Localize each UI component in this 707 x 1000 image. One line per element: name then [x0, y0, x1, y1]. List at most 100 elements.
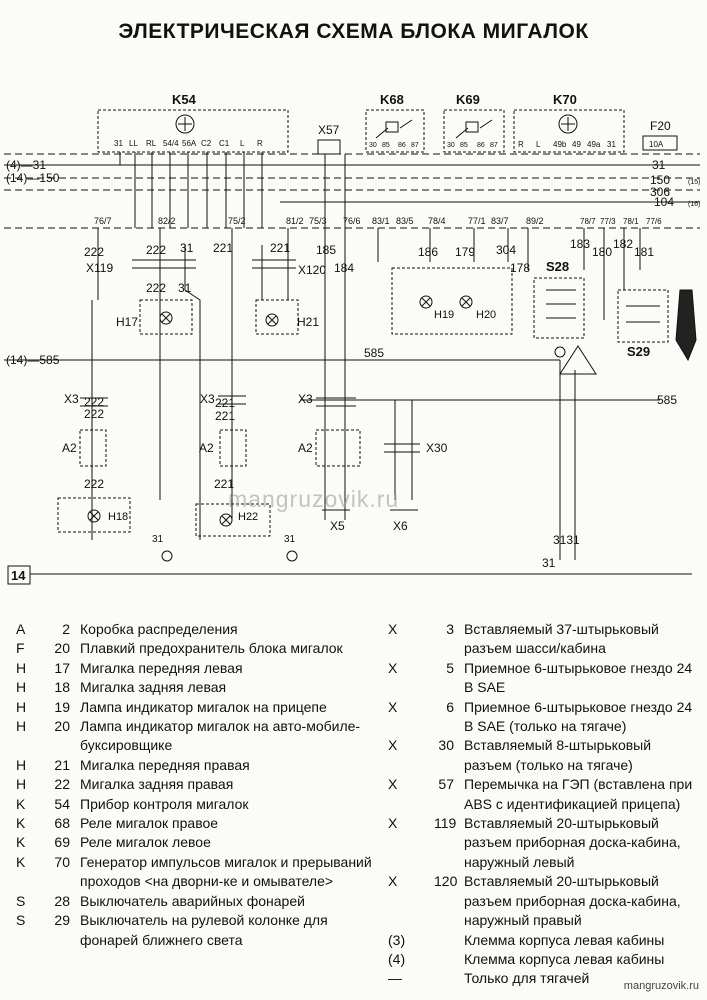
- legend-number: 6: [446, 698, 454, 715]
- legend-name: Выключатель на рулевой колонке для фонар…: [80, 912, 328, 948]
- junction: 77/3: [600, 217, 616, 226]
- legend-number: 21: [54, 756, 70, 773]
- k68-pin: 85: [382, 142, 390, 149]
- legend-row: — Только для тягачей: [388, 969, 700, 988]
- wire-number: 222: [84, 395, 104, 409]
- legend-code: X: [388, 698, 398, 715]
- legend-code: (4): [388, 950, 406, 967]
- k70-pin: 49b: [553, 140, 567, 149]
- h21-lamp-block: H21: [255, 299, 319, 335]
- bus-585-mid: 585: [364, 346, 384, 360]
- k69-pin: 86: [477, 142, 485, 149]
- junction: 81/2: [286, 216, 304, 226]
- legend-name: Клемма корпуса левая кабины: [464, 931, 665, 948]
- k69-pin: 30: [447, 142, 455, 149]
- legend-name: Прибор контроля мигалок: [80, 795, 249, 812]
- a2-box-2: A2: [199, 429, 247, 467]
- legend-number: 5: [446, 659, 454, 676]
- k68-block: K68 30 85 86 87: [365, 92, 425, 153]
- legend-code: H: [16, 679, 27, 696]
- legend-code: K: [16, 834, 26, 851]
- junction: 83/1: [372, 216, 390, 226]
- legend-name: Мигалка задняя правая: [80, 776, 234, 793]
- bus-31-bottom: 31: [542, 556, 556, 570]
- x6-socket: X6: [390, 509, 418, 533]
- legend-number: 120: [434, 873, 458, 890]
- legend-code: X: [388, 737, 398, 754]
- legend-code: (3): [388, 931, 406, 948]
- k69-pin: 87: [490, 142, 498, 149]
- junction: 78/7: [580, 217, 596, 226]
- legend-code: —: [388, 970, 402, 987]
- x119-connector: X119: [86, 259, 196, 275]
- junction: 77/6: [646, 217, 662, 226]
- diagram-title: ЭЛЕКТРИЧЕСКАЯ СХЕМА БЛОКА МИГАЛОК: [118, 20, 589, 43]
- vertical-wires: [91, 152, 641, 560]
- wiring-diagram: K54 31 LL RL 54/4 56A C2 C1 L R X57 K68 …: [4, 92, 700, 585]
- legend-name: Реле мигалок левое: [80, 834, 211, 851]
- junction: 83/7: [491, 216, 509, 226]
- wire-number: 178: [510, 261, 530, 275]
- wire-number: 184: [334, 261, 354, 275]
- h17-label: H17: [116, 315, 138, 329]
- legend-number: 22: [54, 776, 70, 793]
- legend-number: 20: [54, 718, 70, 735]
- legend-name: Вставляемый 8-штырьковый разъем (только …: [464, 737, 652, 773]
- x30-connector: X30: [384, 441, 448, 455]
- junction: 82/2: [158, 216, 176, 226]
- x3-connector-1: X3: [64, 392, 108, 407]
- k54-pin: C1: [219, 139, 230, 148]
- h17-lamp-block: H17: [116, 299, 193, 335]
- legend-code: S: [16, 912, 26, 929]
- legend-name: Генератор импульсов мигалок и прерываний…: [80, 853, 372, 890]
- wire-number: 222: [84, 407, 104, 421]
- bus-585-right: 585: [657, 393, 677, 407]
- wire-number: 181: [634, 245, 654, 259]
- watermark: mangruzovik.ru: [228, 486, 400, 512]
- legend-code: K: [16, 795, 26, 812]
- x3-label: X3: [298, 392, 313, 406]
- legend-name: Только для тягачей: [464, 970, 590, 987]
- bus-150-left: (14)—150: [6, 171, 60, 185]
- wire-number: 222: [84, 245, 104, 259]
- k68-label: K68: [380, 92, 404, 107]
- legend-code: K: [16, 815, 26, 832]
- k70-pin: 49: [572, 140, 581, 149]
- legend-number: 54: [54, 795, 70, 812]
- s28-switch: S28: [533, 259, 597, 375]
- junction: 76/6: [343, 216, 361, 226]
- x3-label: X3: [64, 392, 79, 406]
- s28-label: S28: [546, 259, 569, 274]
- wire-number: 221: [215, 396, 235, 410]
- s29-switch: S29: [617, 289, 697, 362]
- k68-pin: 86: [398, 142, 406, 149]
- k54-pin: 56A: [182, 139, 197, 148]
- legend-name: Мигалка задняя левая: [80, 679, 227, 696]
- legend-name: Вставляемый 20-штырьковый разъем приборн…: [464, 873, 681, 929]
- legend-number: 20: [54, 640, 70, 657]
- wire-number: 221: [215, 409, 235, 423]
- h19-h20-block: H19 H20: [391, 267, 513, 335]
- wire-number: 183: [570, 237, 590, 251]
- busbars: (4)—31 (14)—150 31 150 (15) 306 104 (16)…: [4, 153, 700, 575]
- x119-label: X119: [86, 261, 113, 275]
- legend-code: H: [16, 698, 27, 715]
- h18-lamp-block: H18: [57, 497, 131, 533]
- wire-number: 221: [213, 241, 233, 255]
- h22-lamp-block: H22: [195, 503, 271, 537]
- legend-row: K 54 Прибор контроля мигалок: [16, 795, 382, 814]
- a2-label: A2: [199, 441, 214, 455]
- bus-tag-15: (15): [688, 179, 700, 186]
